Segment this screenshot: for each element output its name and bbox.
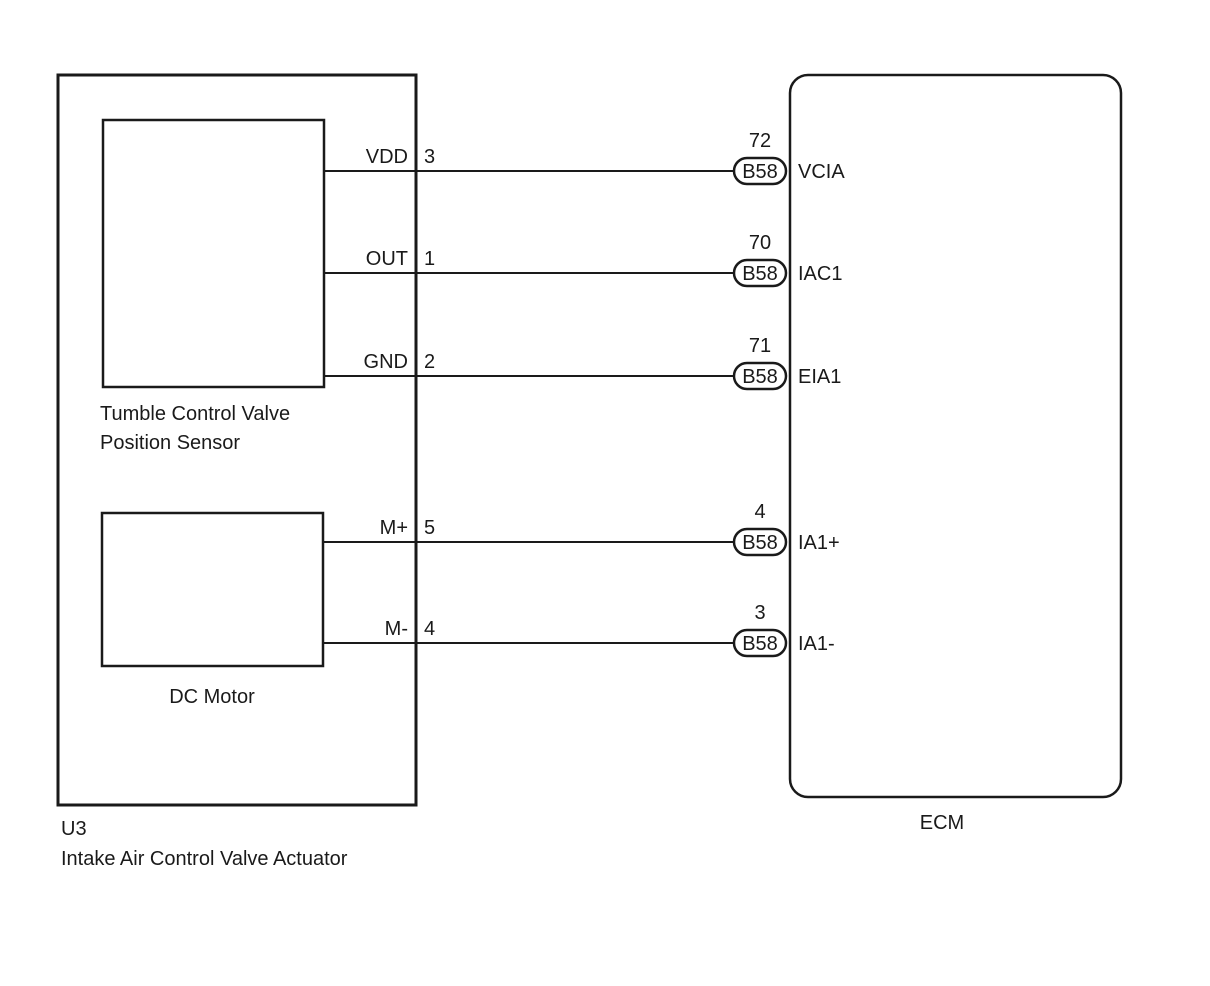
ecm-terminal-label: EIA1 bbox=[798, 366, 841, 388]
actuator-name: Intake Air Control Valve Actuator bbox=[61, 848, 348, 870]
connector-badge bbox=[732, 361, 788, 391]
sensor-box bbox=[101, 118, 326, 389]
motor-box bbox=[100, 511, 325, 668]
connector-label: B58 bbox=[742, 161, 778, 183]
sensor-label-line2: Position Sensor bbox=[100, 432, 240, 454]
connector-badge bbox=[732, 258, 788, 288]
ecm-label: ECM bbox=[920, 812, 964, 834]
actuator-ref: U3 bbox=[61, 818, 87, 840]
connector-label: B58 bbox=[742, 633, 778, 655]
ecm-terminal-label: IA1- bbox=[798, 633, 835, 655]
signal-label: VDD bbox=[366, 146, 408, 168]
motor-label: DC Motor bbox=[169, 686, 255, 708]
signal-label: M- bbox=[385, 618, 408, 640]
connector-label: B58 bbox=[742, 263, 778, 285]
pin-number: 4 bbox=[424, 618, 435, 640]
signal-label: M+ bbox=[380, 517, 408, 539]
connector-label: B58 bbox=[742, 366, 778, 388]
sensor-label-line1: Tumble Control Valve bbox=[100, 403, 290, 425]
pin-number: 2 bbox=[424, 351, 435, 373]
ecm-terminal-label: IA1+ bbox=[798, 532, 840, 554]
pin-number: 3 bbox=[424, 146, 435, 168]
ecm-terminal-label: VCIA bbox=[798, 161, 845, 183]
pin-number: 1 bbox=[424, 248, 435, 270]
actuator-box bbox=[56, 73, 418, 807]
connector-badge bbox=[732, 628, 788, 658]
signal-label: GND bbox=[364, 351, 408, 373]
ecm-pin-number: 3 bbox=[754, 602, 765, 624]
ecm-pin-number: 4 bbox=[754, 501, 765, 523]
ecm-pin-number: 70 bbox=[749, 232, 771, 254]
signal-label: OUT bbox=[366, 248, 408, 270]
ecm-pin-number: 72 bbox=[749, 130, 771, 152]
ecm-box bbox=[788, 73, 1123, 799]
ecm-terminal-label: IAC1 bbox=[798, 263, 842, 285]
connector-badge bbox=[732, 156, 788, 186]
connector-badge bbox=[732, 527, 788, 557]
connector-label: B58 bbox=[742, 532, 778, 554]
ecm-pin-number: 71 bbox=[749, 335, 771, 357]
pin-number: 5 bbox=[424, 517, 435, 539]
